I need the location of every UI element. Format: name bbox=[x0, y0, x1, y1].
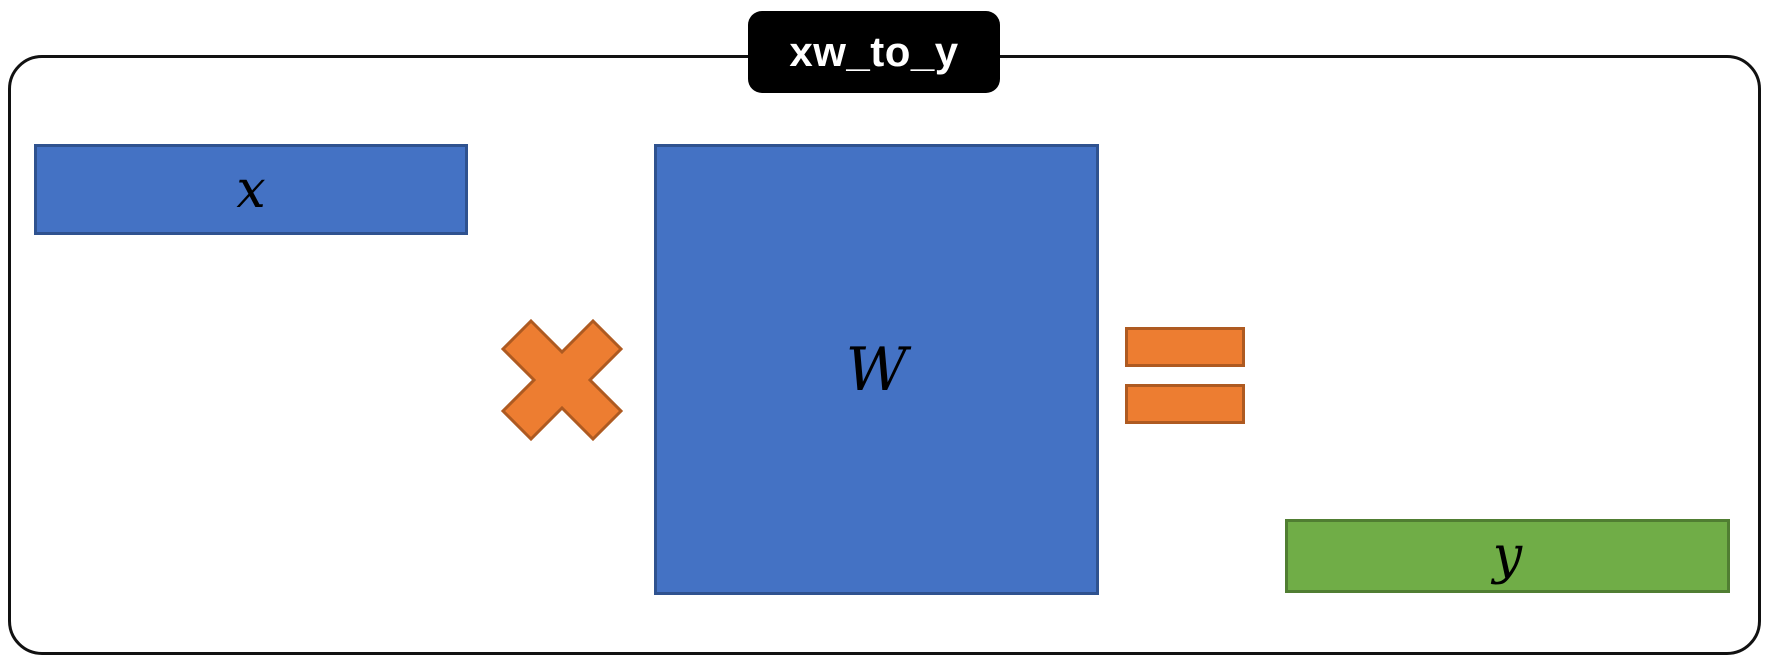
diagram-title: xw_to_y bbox=[748, 11, 1000, 93]
multiply-icon bbox=[500, 318, 624, 442]
y-block: y bbox=[1285, 519, 1730, 593]
multiply-shape bbox=[500, 318, 624, 442]
y-label: y bbox=[1492, 526, 1523, 586]
w-label: W bbox=[845, 334, 908, 405]
w-block: W bbox=[654, 144, 1099, 595]
equals-bar-top bbox=[1125, 327, 1245, 367]
x-label: x bbox=[236, 159, 266, 220]
equals-bar-bottom bbox=[1125, 384, 1245, 424]
x-block: x bbox=[34, 144, 468, 235]
